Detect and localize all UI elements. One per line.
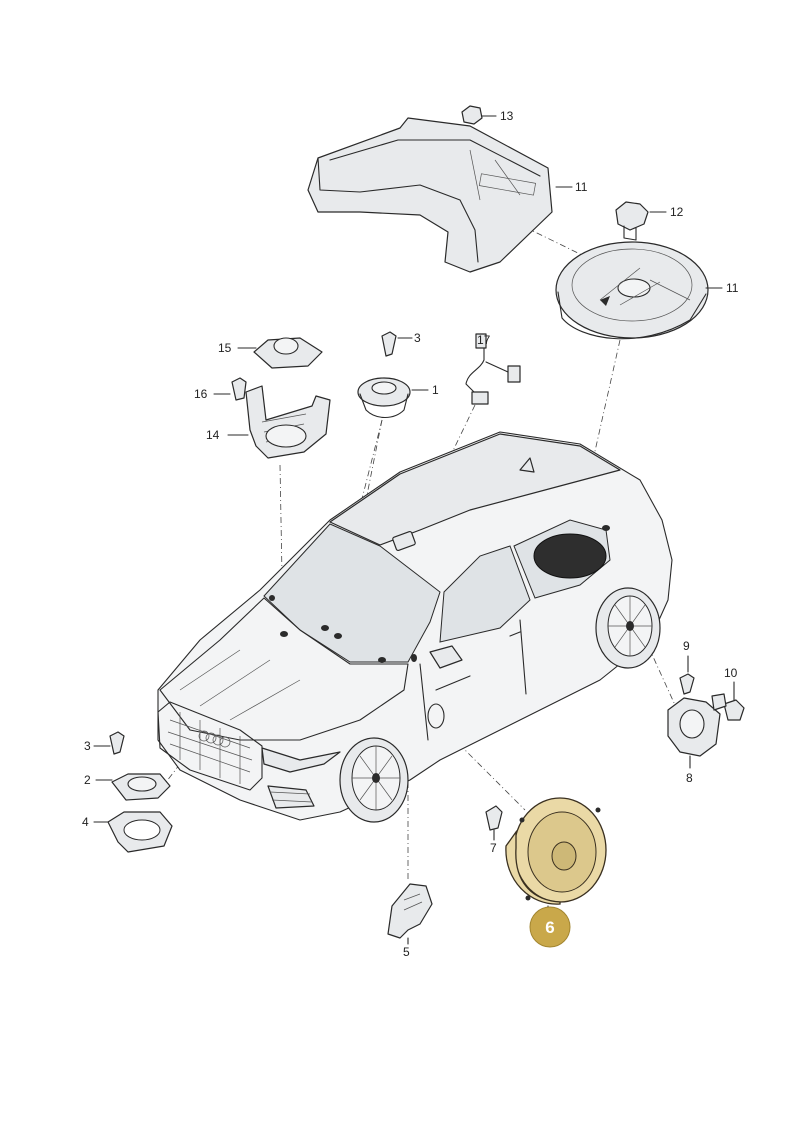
logo-rings: [198, 730, 231, 748]
part-7-screw: [485, 805, 503, 841]
part-3-screw-top: [381, 331, 413, 357]
part-5-tweeter-housing: [387, 883, 433, 945]
callout-12: 12: [670, 205, 684, 219]
callout-16: 16: [194, 387, 208, 401]
callout-8: 8: [686, 771, 693, 785]
part-15-tweeter-mount: [237, 337, 323, 369]
part-9-screw: [679, 655, 695, 695]
part-8-rear-speaker: [667, 693, 727, 769]
part-12-knob: [615, 201, 667, 241]
callout-3-top: 3: [414, 331, 421, 345]
callout-3-left: 3: [84, 739, 91, 753]
callout-14: 14: [206, 428, 220, 442]
callout-5: 5: [403, 945, 410, 959]
part-2-tweeter-left: [95, 773, 171, 801]
callout-11-upper: 11: [575, 180, 588, 194]
highlight-badge-label: 6: [545, 918, 554, 937]
callout-17: 17: [477, 333, 491, 347]
part-13-nut: [461, 105, 497, 125]
callout-11-lower: 11: [726, 281, 739, 295]
callout-10: 10: [724, 666, 738, 680]
part-4-ring-left: [93, 811, 173, 853]
callout-1: 1: [432, 383, 439, 397]
callout-15: 15: [218, 341, 232, 355]
part-3-screw-left: [93, 731, 125, 755]
rear-wheel: [595, 587, 661, 669]
callout-2: 2: [84, 773, 91, 787]
front-wheel: [339, 737, 409, 823]
part-14-bracket: [227, 385, 331, 459]
highlight-badge: 6: [529, 906, 571, 948]
part-6-door-speaker: [505, 797, 607, 913]
callout-9: 9: [683, 639, 690, 653]
part-11-subwoofer-tub: [555, 241, 723, 340]
callout-4: 4: [82, 815, 89, 829]
callout-labels: 13 11 12 11 15 3 17 1 16 14 9 10 3 8 2 4…: [82, 109, 739, 959]
car-body: [157, 431, 673, 823]
part-11-cover: [307, 117, 553, 273]
callout-7: 7: [490, 841, 497, 855]
part-1-tweeter: [357, 377, 429, 419]
part-17-cable: [465, 333, 521, 405]
callout-13: 13: [500, 109, 514, 123]
part-10-clip: [723, 681, 745, 721]
part-16-screw: [213, 377, 247, 401]
